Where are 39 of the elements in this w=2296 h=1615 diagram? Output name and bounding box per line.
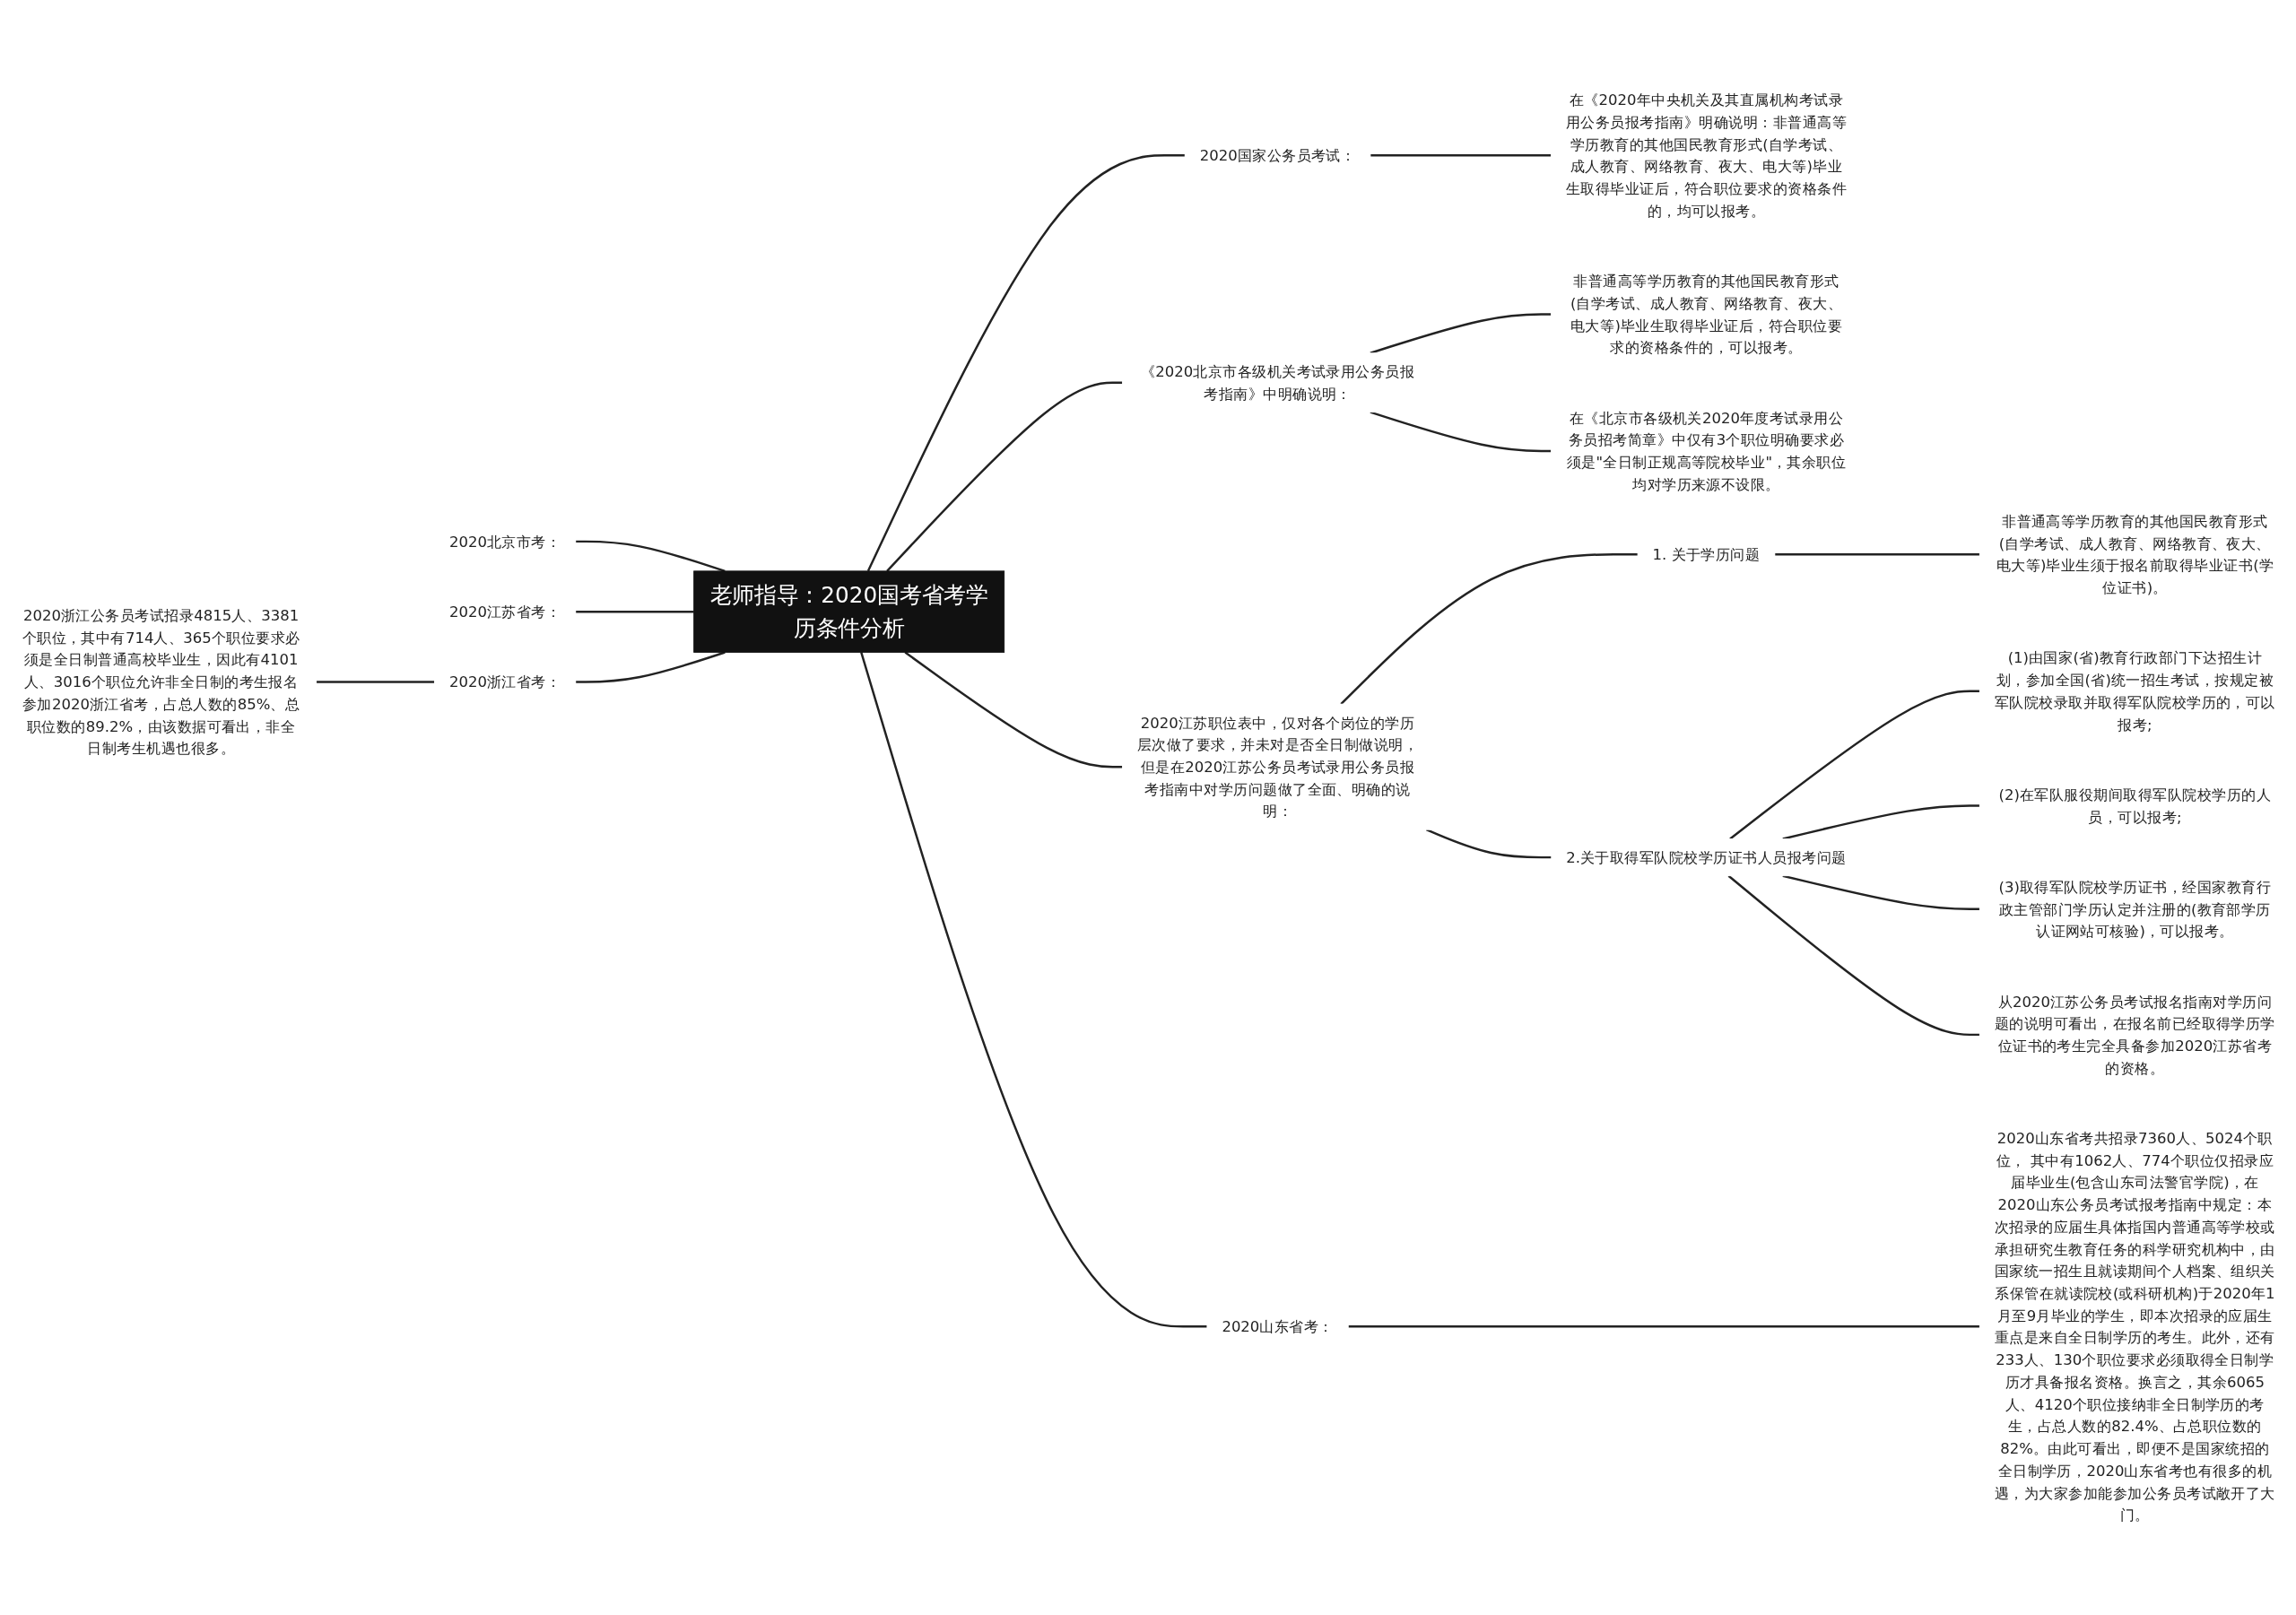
node-text: 1. 关于学历问题 bbox=[1652, 545, 1761, 564]
node-text: 2020国家公务员考试： bbox=[1199, 146, 1356, 165]
node-text: 2.关于取得军队院校学历证书人员报考问题 bbox=[1566, 848, 1847, 867]
connector bbox=[316, 681, 435, 683]
connector bbox=[904, 651, 1123, 768]
node-text: 2020北京市考： bbox=[448, 532, 561, 551]
node-text: 2020江苏职位表中，仅对各个岗位的学历层次做了要求，并未对是否全日制做说明，但是在2020江苏公务员考试录用公务员报考指南中对学历问题做了全面、明确的说明： bbox=[1137, 713, 1419, 821]
connector bbox=[860, 652, 1207, 1328]
connector bbox=[1729, 690, 1980, 840]
node-text: 从2020江苏公务员考试报名指南对学历问题的说明可看出，在报名前已经取得学历学位证书的考生完全具备参加2020江苏省考的资格。 bbox=[1994, 992, 2275, 1077]
connector bbox=[1370, 411, 1552, 453]
connector bbox=[575, 651, 726, 683]
connector bbox=[1340, 553, 1639, 705]
node-text: 非普通高等学历教育的其他国民教育形式(自学考试、成人教育、网络教育、夜大、电大等)毕业生取得毕业证后，符合职位要求的资格条件的，可以报考。 bbox=[1570, 272, 1842, 357]
node-text: (2)在军队服役期间取得军队院校学历的人员，可以报考; bbox=[1998, 786, 2272, 826]
connector bbox=[1782, 804, 1980, 840]
connector bbox=[1370, 313, 1552, 354]
connector bbox=[866, 154, 1186, 572]
connector bbox=[1425, 829, 1552, 859]
node-text: 2020山东省考： bbox=[1222, 1317, 1334, 1336]
node-text: (3)取得军队院校学历证书，经国家教育行政主管部门学历认定并注册的(教育部学历认证网站可核验)，可以报考。 bbox=[1998, 878, 2272, 941]
node-text: 在《北京市各级机关2020年度考试录用公务员招考简章》中仅有3个职位明确要求必须是"全日制正规高等院校毕业"，其余职位均对学历来源不设限。 bbox=[1566, 408, 1847, 493]
connector bbox=[1782, 874, 1980, 911]
node-text: (1)由国家(省)教育行政部门下达招生计划，参加全国(省)统一招生考试，按规定被军队院校录取并取得军队院校学历的，可以报考; bbox=[1994, 648, 2275, 734]
connector bbox=[886, 381, 1123, 572]
connector bbox=[1727, 874, 1980, 1037]
node-text: 在《2020年中央机关及其直属机构考试录用公务员报考指南》明确说明：非普通高等学历教育的其他国民教育形式(自学考试、成人教育、网络教育、夜大、电大等)毕业生取得毕业证后，符合职位要求的资格条件的，均可以报考。 bbox=[1565, 91, 1848, 221]
node-text: 2020浙江省考： bbox=[448, 673, 561, 691]
connector bbox=[1370, 154, 1552, 157]
connector bbox=[575, 540, 726, 572]
node-text: 2020山东省考共招录7360人、5024个职位， 其中有1062人、774个职位仅招录应届毕业生(包含山东司法警官学院)，在2020山东公务员考试报考指南中规定：本次招录的应届生具体指国内普通高等学校或承担研究生教育任务的科学研究机构中，由国家统一招生且就读期间个人档案、组织关系保管在就读院校(或科研机构)于2020年1月至9月毕业的学生，即本次招录的应届生重点是来自全日制学历的考生。此外，还有233人、130个职位要求必须取得全日制学历才具备报名资格。换言之，其余6065人、4120个职位接纳非全日制学历的考生，占总人数的82.4%、占总职位数的82%。由此可看出，即便不是国家统招的全日制学历，2020山东省考也有很多的机遇，为大家参加能参加公务员考试敞开了大门。 bbox=[1994, 1129, 2275, 1524]
connector bbox=[1348, 1325, 1980, 1328]
node-text: 2020江苏省考： bbox=[448, 603, 561, 621]
node-text: 非普通高等学历教育的其他国民教育形式(自学考试、成人教育、网络教育、夜大、电大等)毕业生须于报名前取得毕业证书(学位证书)。 bbox=[1996, 512, 2274, 597]
connector bbox=[1774, 553, 1980, 556]
node-text: 《2020北京市各级机关考试录用公务员报考指南》中明确说明： bbox=[1140, 362, 1415, 403]
node-box: 老师指导：2020国考省考学历条件分析 bbox=[693, 570, 1005, 653]
node-text: 2020浙江公务员考试招录4815人、3381个职位，其中有714人、365个职位要求必须是全日制普通高校毕业生，因此有4101人、3016个职位允许非全日制的考生报名参加2020浙江省考，占总人数的85%、总职位数的89.2%，由该数据可看出，非全日制考生机遇也很多。 bbox=[22, 606, 300, 758]
connector bbox=[575, 610, 694, 613]
